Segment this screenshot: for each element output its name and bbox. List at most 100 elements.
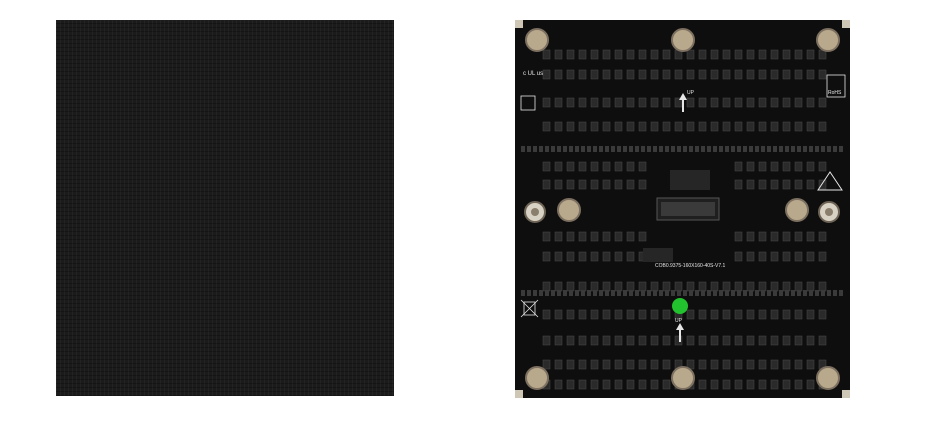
driver-chip xyxy=(734,359,743,370)
header-pin xyxy=(809,290,813,296)
driver-chip xyxy=(794,97,803,108)
driver-chip xyxy=(626,309,635,320)
header-pin xyxy=(563,146,567,152)
header-pin xyxy=(749,290,753,296)
header-pin xyxy=(737,146,741,152)
driver-chip xyxy=(662,309,671,320)
part-number: COB0.9375-160X160-40S-V7.1 xyxy=(655,263,726,269)
header-pin xyxy=(617,290,621,296)
driver-chip xyxy=(734,379,743,390)
driver-chip xyxy=(614,251,623,262)
driver-chip xyxy=(746,281,755,292)
driver-chip xyxy=(818,161,827,172)
header-pin xyxy=(725,146,729,152)
driver-chip xyxy=(542,97,551,108)
driver-chip xyxy=(590,309,599,320)
header-pin xyxy=(635,290,639,296)
driver-chip xyxy=(650,97,659,108)
driver-chip xyxy=(542,359,551,370)
driver-chip xyxy=(734,231,743,242)
driver-chip xyxy=(710,359,719,370)
driver-chip xyxy=(602,335,611,346)
header-pin xyxy=(827,146,831,152)
header-pin xyxy=(677,290,681,296)
driver-chip xyxy=(614,121,623,132)
driver-chip xyxy=(638,49,647,60)
driver-chip xyxy=(758,251,767,262)
header-pin xyxy=(557,290,561,296)
header-pin xyxy=(653,290,657,296)
driver-chip xyxy=(758,49,767,60)
up-arrow-icon xyxy=(679,93,687,112)
driver-chip xyxy=(638,121,647,132)
driver-chip xyxy=(758,379,767,390)
header-pin xyxy=(677,146,681,152)
up-label-bottom: UP xyxy=(675,318,683,324)
driver-chip xyxy=(698,281,707,292)
driver-chip xyxy=(566,379,575,390)
header-pin xyxy=(581,290,585,296)
driver-chip xyxy=(602,379,611,390)
driver-chip xyxy=(734,161,743,172)
driver-chip xyxy=(806,179,815,190)
header-pin xyxy=(707,290,711,296)
driver-chip xyxy=(806,69,815,80)
header-pin xyxy=(791,290,795,296)
driver-chip xyxy=(746,231,755,242)
header-pin xyxy=(713,146,717,152)
driver-chip xyxy=(698,335,707,346)
header-pin xyxy=(839,146,843,152)
driver-chip xyxy=(698,121,707,132)
driver-chip xyxy=(818,335,827,346)
driver-chip xyxy=(662,379,671,390)
header-pin xyxy=(551,290,555,296)
driver-chip xyxy=(638,161,647,172)
driver-chip xyxy=(626,161,635,172)
driver-chip xyxy=(758,179,767,190)
driver-chip xyxy=(638,335,647,346)
driver-chip xyxy=(710,281,719,292)
driver-chip xyxy=(734,69,743,80)
driver-chip xyxy=(722,69,731,80)
driver-chip xyxy=(626,121,635,132)
driver-chip xyxy=(794,49,803,60)
driver-chip xyxy=(566,121,575,132)
driver-chip xyxy=(794,161,803,172)
driver-chip xyxy=(626,49,635,60)
driver-chip xyxy=(806,231,815,242)
driver-chip xyxy=(578,179,587,190)
driver-chip xyxy=(818,179,827,190)
header-pin xyxy=(545,290,549,296)
driver-chip xyxy=(578,359,587,370)
driver-chip xyxy=(746,309,755,320)
driver-chip xyxy=(734,49,743,60)
driver-chip xyxy=(806,121,815,132)
header-pin xyxy=(581,146,585,152)
header-pin xyxy=(545,146,549,152)
driver-chip xyxy=(806,335,815,346)
header-pin xyxy=(737,290,741,296)
driver-chip xyxy=(638,309,647,320)
driver-chip xyxy=(554,359,563,370)
driver-chip xyxy=(638,231,647,242)
header-pin xyxy=(785,146,789,152)
driver-chip xyxy=(722,281,731,292)
header-pin xyxy=(821,290,825,296)
driver-chip xyxy=(638,359,647,370)
driver-chip xyxy=(806,359,815,370)
driver-chip xyxy=(818,251,827,262)
driver-chip xyxy=(746,121,755,132)
header-pin xyxy=(665,146,669,152)
header-pin xyxy=(719,146,723,152)
header-pin xyxy=(773,290,777,296)
driver-chip xyxy=(638,69,647,80)
driver-chip xyxy=(542,231,551,242)
magnet-icon xyxy=(785,198,809,222)
header-pin xyxy=(593,290,597,296)
header-pin xyxy=(827,290,831,296)
header-pin xyxy=(641,290,645,296)
driver-chip xyxy=(818,231,827,242)
driver-chip xyxy=(686,49,695,60)
driver-chip xyxy=(566,231,575,242)
driver-chip xyxy=(578,69,587,80)
